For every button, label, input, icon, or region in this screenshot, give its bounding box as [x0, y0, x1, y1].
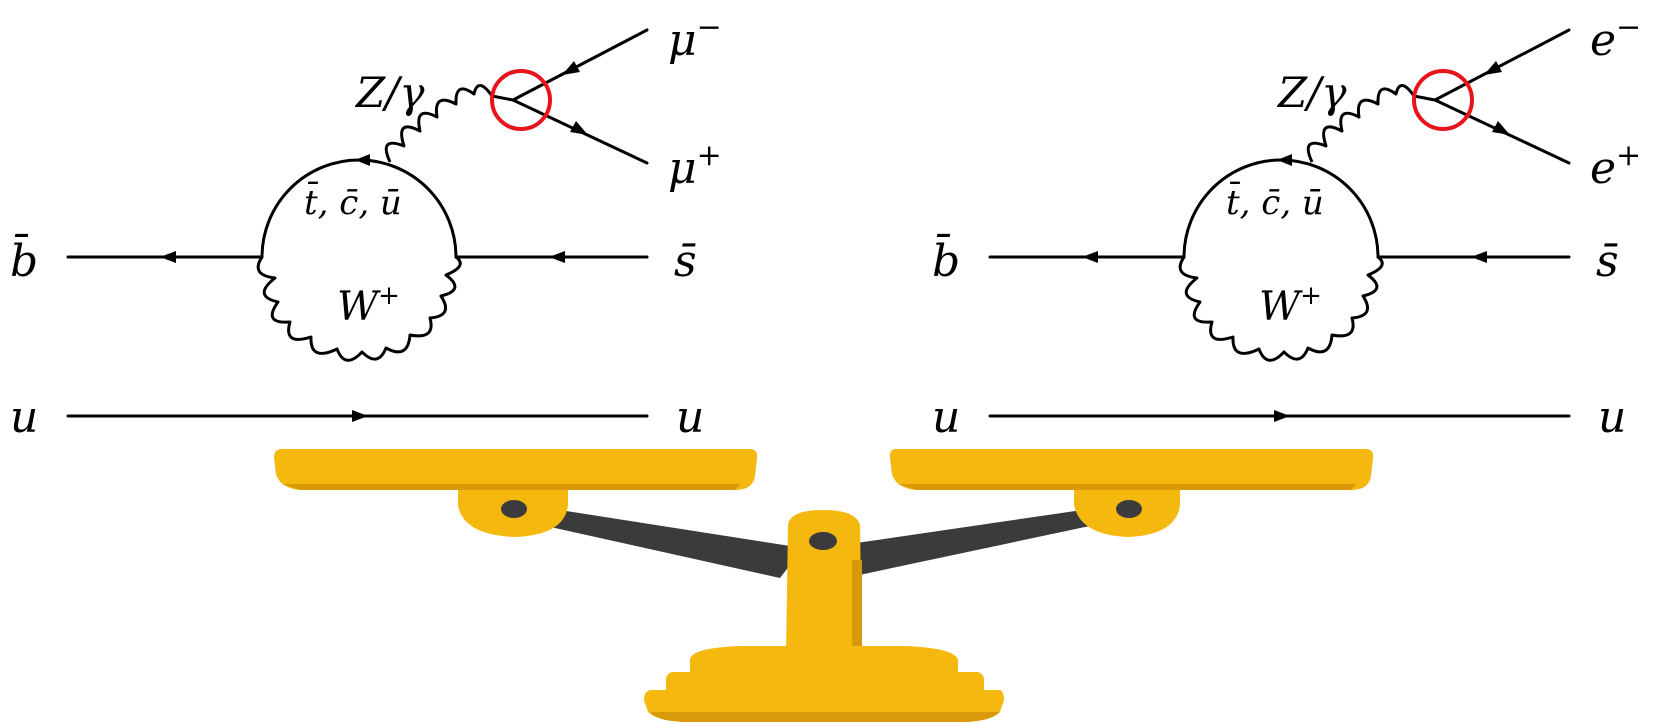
- label-w-sup: +: [378, 281, 400, 311]
- label-u-right: u: [1598, 392, 1626, 443]
- bbar-arrow: [160, 251, 176, 263]
- label-w: W: [1259, 284, 1303, 330]
- sbar-arrow: [1471, 251, 1487, 263]
- label-lepton-plus: e+: [1590, 138, 1641, 194]
- label-loop-quarks: t̄, c̄, ū: [304, 181, 402, 223]
- label-w-sup: +: [1300, 281, 1322, 311]
- label-lepton-minus-base: μ: [668, 15, 697, 66]
- label-lepton-minus-sup: −: [697, 10, 722, 45]
- label-lepton-minus-sup: −: [1616, 10, 1641, 45]
- lepton-vertex-highlight: [490, 69, 552, 131]
- lepton-vertex-highlight: [1412, 69, 1474, 131]
- balance-beam-left: [515, 503, 803, 578]
- lepton-minus-arrow: [1484, 61, 1502, 75]
- right-pan-pivot: [1116, 500, 1142, 518]
- z-gamma-boson-line: [384, 84, 514, 163]
- w-boson-line: [1178, 255, 1384, 362]
- balance-base-shade: [650, 712, 1000, 722]
- label-u-right: u: [676, 392, 704, 443]
- label-lepton-minus: μ−: [668, 10, 722, 66]
- label-s-bar: s̄: [674, 236, 697, 287]
- lepton-plus-arrow: [570, 121, 588, 135]
- z-gamma-boson-line: [1306, 84, 1436, 163]
- label-lepton-plus-sup: +: [697, 138, 722, 173]
- balance-beam-right: [822, 503, 1130, 578]
- label-lepton-plus-base: μ: [668, 143, 697, 194]
- right-pan-shade: [898, 484, 1356, 490]
- label-lepton-minus: e−: [1590, 10, 1641, 66]
- spectator-u-arrow: [352, 410, 368, 422]
- label-lepton-plus: μ+: [668, 138, 722, 194]
- label-w-plus: W+: [337, 281, 400, 330]
- label-s-bar: s̄: [1596, 236, 1619, 287]
- quark-loop-arrow: [355, 154, 370, 166]
- lepton-minus-arrow: [562, 61, 580, 75]
- feynman-diagram-muon: b̄ s̄ u u Z/γ t̄, c̄, ū W+ μ− μ+: [10, 10, 722, 443]
- balance-base-top: [690, 646, 958, 672]
- label-b-bar: b̄: [10, 232, 38, 287]
- right-pan: [889, 449, 1374, 490]
- label-w: W: [337, 284, 381, 330]
- balance-post: [786, 510, 862, 655]
- feynman-diagram-electron: b̄ s̄ u u Z/γ t̄, c̄, ū W+ e− e+: [932, 10, 1641, 443]
- label-lepton-plus-base: e: [1590, 143, 1616, 194]
- label-loop-quarks: t̄, c̄, ū: [1226, 181, 1324, 223]
- label-z-gamma: Z/γ: [354, 68, 425, 117]
- bbar-arrow: [1082, 251, 1098, 263]
- w-boson-line: [256, 255, 462, 362]
- left-pan-shade: [282, 484, 740, 490]
- lepton-plus-arrow: [1492, 121, 1510, 135]
- lepton-minus-line: [1433, 28, 1571, 102]
- balance-post-shade: [852, 560, 862, 655]
- sbar-arrow: [549, 251, 565, 263]
- left-pan-pivot: [501, 500, 527, 518]
- label-w-plus: W+: [1259, 281, 1322, 330]
- label-z-gamma: Z/γ: [1276, 68, 1347, 117]
- lepton-minus-line: [511, 28, 649, 102]
- left-pan: [274, 449, 758, 490]
- balance-base-middle: [666, 672, 984, 690]
- balance-scale-icon: [274, 449, 1374, 722]
- balance-center-pivot: [809, 532, 837, 550]
- label-u-left: u: [10, 392, 38, 443]
- quark-loop-arrow: [1277, 154, 1292, 166]
- label-b-bar: b̄: [932, 232, 960, 287]
- label-lepton-minus-base: e: [1590, 15, 1616, 66]
- spectator-u-arrow: [1274, 410, 1290, 422]
- label-lepton-plus-sup: +: [1616, 138, 1641, 173]
- label-u-left: u: [932, 392, 960, 443]
